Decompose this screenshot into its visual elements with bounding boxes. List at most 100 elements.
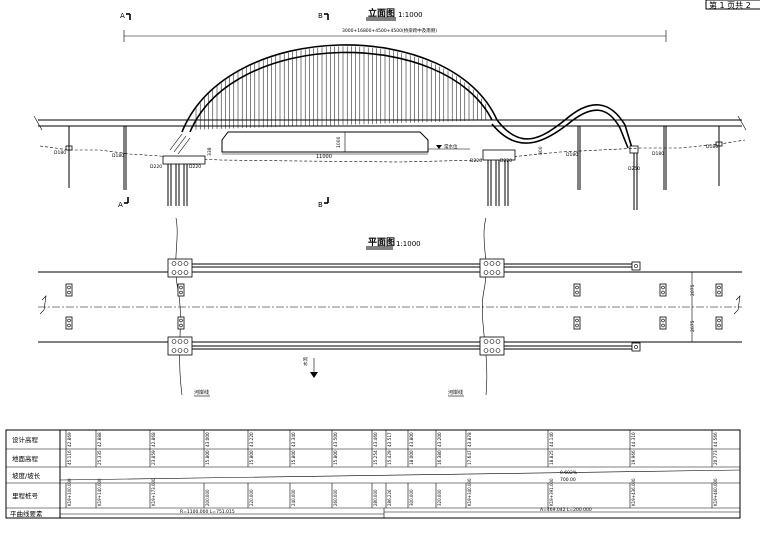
ground-elevation-value: 15.254 xyxy=(373,450,378,465)
station-value: 280.000 xyxy=(373,489,378,506)
profile-table: 设计高程 地面高程 坡度/坡长 里程桩号 平曲线要素 0.602% 700.00… xyxy=(5,429,741,519)
ground-elevation-value: 15.800 xyxy=(205,450,210,465)
svg-text:338: 338 xyxy=(207,147,213,156)
row-header-design: 设计高程 xyxy=(12,435,39,444)
station-value: K19+436.000 xyxy=(631,478,636,506)
ground-elevation-value: 45.116 xyxy=(67,450,72,465)
station-value: 220.000 xyxy=(249,489,254,506)
svg-text:A: A xyxy=(118,201,123,209)
water-level-label: 常水位 xyxy=(444,143,458,150)
svg-text:D220: D220 xyxy=(470,158,482,164)
shore-line-left xyxy=(175,217,183,396)
plan-piers xyxy=(65,258,723,356)
sheet-label: 第 1 页共 2 xyxy=(709,0,751,10)
station-value: K19+460.000 xyxy=(713,478,718,506)
plan-scale: 1:1000 xyxy=(396,240,421,248)
plan-pier xyxy=(573,316,581,330)
ground-elevation-value: 23.859 xyxy=(151,450,156,465)
overall-dimension-label: 3000+16800+4500+4500(桥梁跨中及南侧) xyxy=(342,27,437,34)
plan-arch-foundation xyxy=(479,258,505,278)
svg-text:D250: D250 xyxy=(628,166,640,172)
ground-elevation-value: 19.966 xyxy=(631,450,636,465)
design-elevation-value: 43.000 xyxy=(205,432,210,447)
svg-text:B: B xyxy=(318,12,323,20)
svg-text:D180: D180 xyxy=(54,150,66,156)
plan-arch-end xyxy=(631,342,641,352)
svg-text:B: B xyxy=(318,201,323,209)
pier-1: D180 xyxy=(54,126,73,188)
station-value: K19+140.000 xyxy=(97,478,102,506)
svg-text:D180: D180 xyxy=(566,152,578,158)
svg-text:D220: D220 xyxy=(500,158,512,164)
svg-text:2075: 2075 xyxy=(690,320,696,332)
main-arch xyxy=(181,44,498,133)
svg-text:水流: 水流 xyxy=(302,357,309,366)
pier-2: D180 xyxy=(112,126,127,190)
ground-elevation-value: 15.800 xyxy=(291,450,296,465)
flow-arrow: 水流 xyxy=(302,357,318,378)
design-elevation-value: 43.340 xyxy=(291,432,296,447)
ground-elevation-value: 15.800 xyxy=(333,450,338,465)
svg-text:300: 300 xyxy=(538,146,544,155)
row-header-station: 里程桩号 xyxy=(12,491,39,500)
plan-pier xyxy=(573,283,581,297)
design-elevation-value: 43.800 xyxy=(409,432,414,447)
pier-6: D180 xyxy=(566,126,581,190)
elevation-title: 立面图 xyxy=(368,7,395,19)
svg-text:D180: D180 xyxy=(112,153,124,159)
design-elevation-value: 43.517 xyxy=(387,432,392,447)
ground-line xyxy=(39,139,746,163)
svg-text:A: A xyxy=(120,12,125,20)
plan-pier xyxy=(659,283,667,297)
elevation-piers: D180 D180 D220 D220 338 xyxy=(54,126,723,206)
station-value: K19+173.000 xyxy=(151,478,156,506)
plan-pier xyxy=(715,316,723,330)
design-elevation-value: 42.888 xyxy=(97,432,102,447)
svg-text:D220: D220 xyxy=(189,164,201,170)
plan-arch-end xyxy=(631,261,641,271)
plan-arch-foundation xyxy=(167,258,193,278)
plan-arch-foundation xyxy=(479,336,505,356)
design-elevation-value: 44.566 xyxy=(713,432,718,447)
slope-value: 0.602% xyxy=(560,470,578,476)
table-columns: 42.86945.116K19+100.00042.88825.335K19+1… xyxy=(65,430,718,508)
plan-pier xyxy=(65,283,73,297)
navigation-clearance: 11000 1000 常水位 xyxy=(221,131,470,160)
ground-elevation-value: 15.429 xyxy=(387,450,392,465)
ground-elevation-value: 18.825 xyxy=(549,450,554,465)
station-value: 300.000 xyxy=(409,489,414,506)
design-elevation-value: 43.500 xyxy=(333,432,338,447)
plan-pier xyxy=(177,283,185,297)
ground-elevation-value: 18.000 xyxy=(409,450,414,465)
row-header-slope: 坡度/坡长 xyxy=(12,471,41,480)
sheet-label-box: 第 1 页共 2 xyxy=(705,0,760,10)
arch-end-block xyxy=(629,145,639,154)
ground-elevation-value: 15.800 xyxy=(249,450,254,465)
station-value: K19+100.000 xyxy=(67,478,72,506)
plan-arch-foundation xyxy=(167,336,193,356)
shore-label-left: 河岸线 xyxy=(194,389,209,396)
station-value: K19+391.000 xyxy=(549,478,554,506)
ground-elevation-value: 17.647 xyxy=(467,450,472,465)
design-elevation-value: 44.140 xyxy=(549,432,554,447)
section-marker-a-top: A xyxy=(120,12,131,20)
pier-7: D180 xyxy=(652,126,667,190)
slope-length: 700.00 xyxy=(560,477,576,483)
bridge-deck xyxy=(33,115,747,131)
design-elevation-value: 43.200 xyxy=(437,432,442,447)
shore-label-right: 河岸线 xyxy=(448,389,463,396)
section-marker-b-bottom: B xyxy=(318,197,329,209)
svg-text:D180: D180 xyxy=(652,151,664,157)
ground-elevation-value: 25.335 xyxy=(97,450,102,465)
station-value: K19+340.000 xyxy=(467,478,472,506)
plan-pier xyxy=(65,316,73,330)
row-header-curve: 平曲线要素 xyxy=(10,509,43,518)
curve-right: A=469.042 L=200.000 xyxy=(540,507,592,513)
ground-elevation-value: 16.380 xyxy=(437,450,442,465)
design-elevation-value: 43.220 xyxy=(249,432,254,447)
pier-8: D180 xyxy=(706,126,723,186)
plan-pier xyxy=(177,316,185,330)
section-marker-a-bottom: A xyxy=(118,197,129,209)
station-value: 320.000 xyxy=(437,489,442,506)
